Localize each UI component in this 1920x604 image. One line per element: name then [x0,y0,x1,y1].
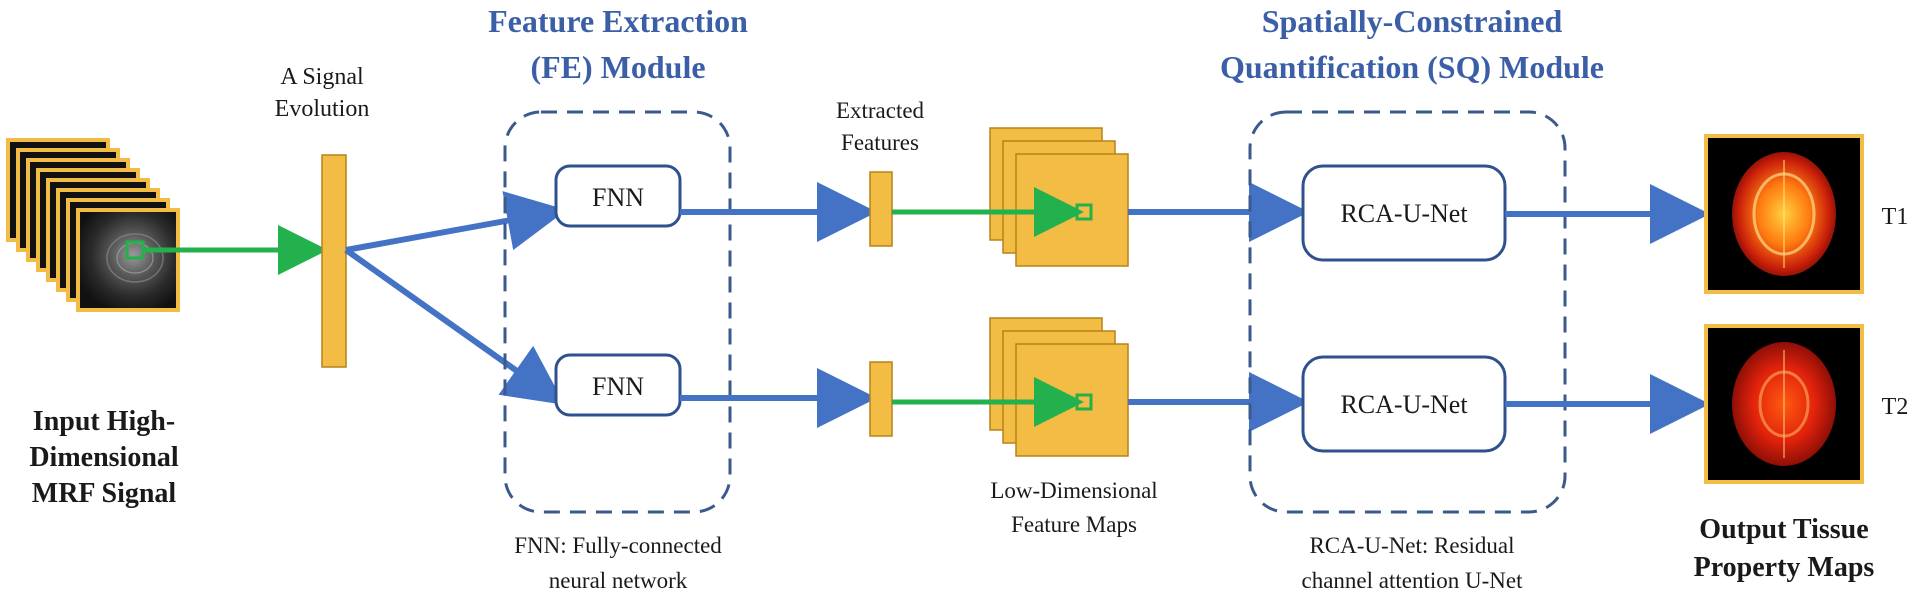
svg-text:Quantification (SQ) Module: Quantification (SQ) Module [1220,49,1604,85]
svg-text:Property Maps: Property Maps [1694,552,1875,583]
output-t1-map [1704,134,1864,294]
svg-text:Extracted: Extracted [836,98,925,123]
sq-module-border [1248,110,1567,514]
svg-text:Feature Maps: Feature Maps [1011,512,1137,537]
svg-text:(FE) Module: (FE) Module [530,49,705,85]
rca-unet-block-top-label: RCA-U-Net [1340,199,1468,228]
svg-text:neural network: neural network [549,568,688,593]
feature-maps-top [989,127,1129,267]
svg-text:Evolution: Evolution [275,96,370,122]
svg-text:Features: Features [841,130,919,155]
fnn-block-bottom [554,353,682,417]
svg-text:MRF Signal: MRF Signal [32,478,177,509]
feature-maps-label: Low-Dimensional Feature Maps [990,478,1157,537]
feature-maps-bottom [989,317,1129,457]
fe-module-border [503,110,732,514]
svg-text:A Signal: A Signal [280,64,364,90]
svg-text:Low-Dimensional: Low-Dimensional [990,478,1157,503]
svg-text:Input High-: Input High- [33,406,175,437]
mrf-frame-front [76,208,180,312]
svg-text:FNN: Fully-connected: FNN: Fully-connected [514,533,722,558]
svg-text:channel attention U-Net: channel attention U-Net [1302,568,1524,593]
blue-arrow-to-fnn-bottom [344,247,565,405]
fnn-block-top [554,164,682,228]
rca-unet-block-bottom-label: RCA-U-Net [1340,390,1468,419]
signal-evolution: A Signal Evolution [275,64,370,368]
input-mrf-stack [6,138,180,312]
blue-arrow-to-fnn-top [345,191,567,253]
sq-module: Spatially-Constrained Quantification (SQ… [1220,3,1604,593]
extracted-features: Extracted Features [836,98,925,437]
svg-text:Dimensional: Dimensional [29,442,179,473]
svg-text:RCA-U-Net: Residual: RCA-U-Net: Residual [1309,533,1514,558]
output-label: Output Tissue Property Maps [1694,514,1875,583]
input-label: Input High- Dimensional MRF Signal [29,406,179,509]
fnn-block-bottom-label: FNN [592,372,644,401]
output-t2-map [1704,324,1864,484]
t1-label: T1 [1882,204,1909,230]
fnn-block-top-label: FNN [592,183,644,212]
feature-vector-bottom [869,361,893,437]
fe-module: Feature Extraction (FE) Module FNN FNN F… [488,3,748,593]
signal-evolution-bar [321,154,347,368]
svg-text:Output Tissue: Output Tissue [1699,514,1868,545]
feature-vector-top [869,171,893,247]
t2-label: T2 [1882,394,1909,420]
svg-text:Feature Extraction: Feature Extraction [488,3,748,39]
svg-text:Spatially-Constrained: Spatially-Constrained [1262,3,1563,39]
